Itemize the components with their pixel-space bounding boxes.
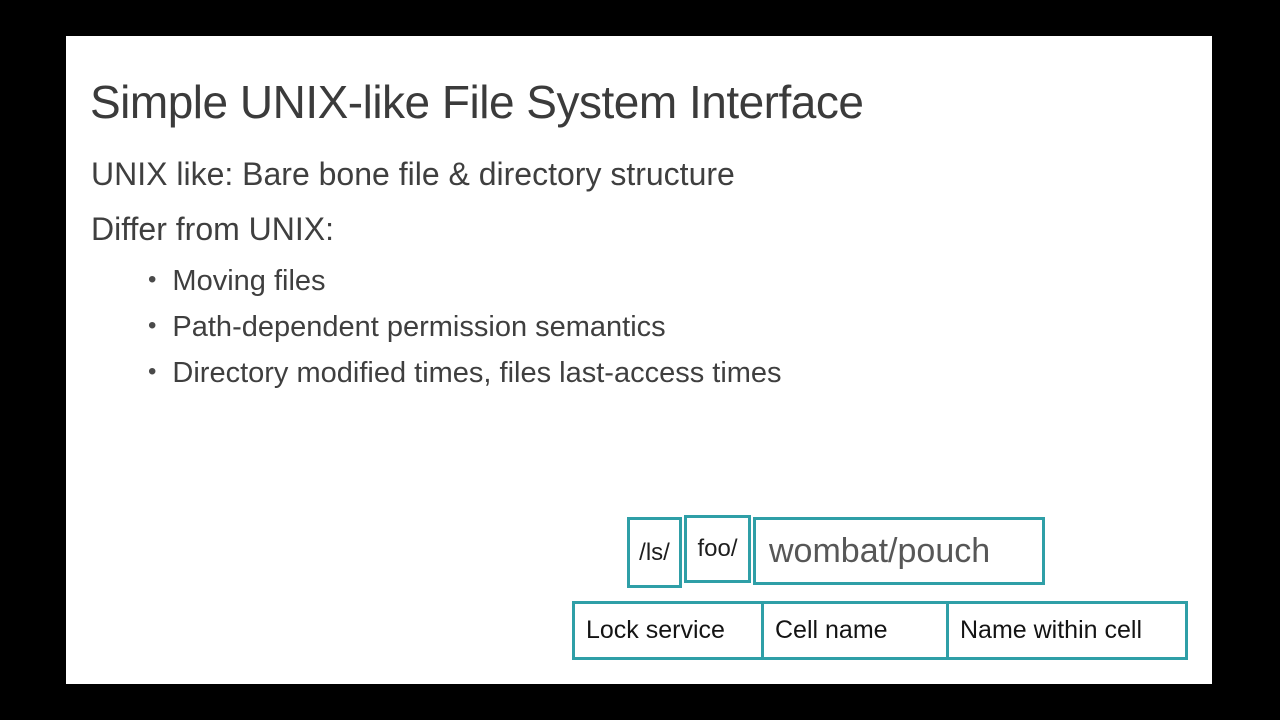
subtitle-differ-from-unix: Differ from UNIX:: [91, 211, 334, 247]
legend-cell-cell-name: Cell name: [761, 604, 946, 657]
bullet-list: • Moving files • Path-dependent permissi…: [148, 258, 782, 396]
bullet-item-moving-files: • Moving files: [148, 258, 782, 304]
bullet-text: Moving files: [172, 264, 326, 297]
presentation-slide: Simple UNIX-like File System Interface U…: [66, 36, 1212, 684]
path-segment-lock-service: /ls/: [627, 517, 682, 588]
slide-title: Simple UNIX-like File System Interface: [90, 76, 864, 128]
path-segment-cell-name: foo/: [684, 515, 751, 583]
bullet-icon: •: [148, 358, 157, 385]
path-segment-name-within-cell: wombat/pouch: [753, 517, 1045, 585]
bullet-item-path-permissions: • Path-dependent permission semantics: [148, 304, 782, 350]
bullet-icon: •: [148, 312, 157, 339]
legend-cell-lock-service: Lock service: [586, 616, 725, 644]
subtitle-unix-like: UNIX like: Bare bone file & directory st…: [91, 156, 735, 192]
bullet-item-modified-times: • Directory modified times, files last-a…: [148, 350, 782, 396]
bullet-icon: •: [148, 266, 157, 293]
bullet-text: Directory modified times, files last-acc…: [172, 356, 782, 389]
path-legend-table: Lock service Cell name Name within cell: [572, 601, 1188, 660]
legend-cell-name-within-cell: Name within cell: [946, 604, 1185, 657]
bullet-text: Path-dependent permission semantics: [172, 310, 666, 343]
